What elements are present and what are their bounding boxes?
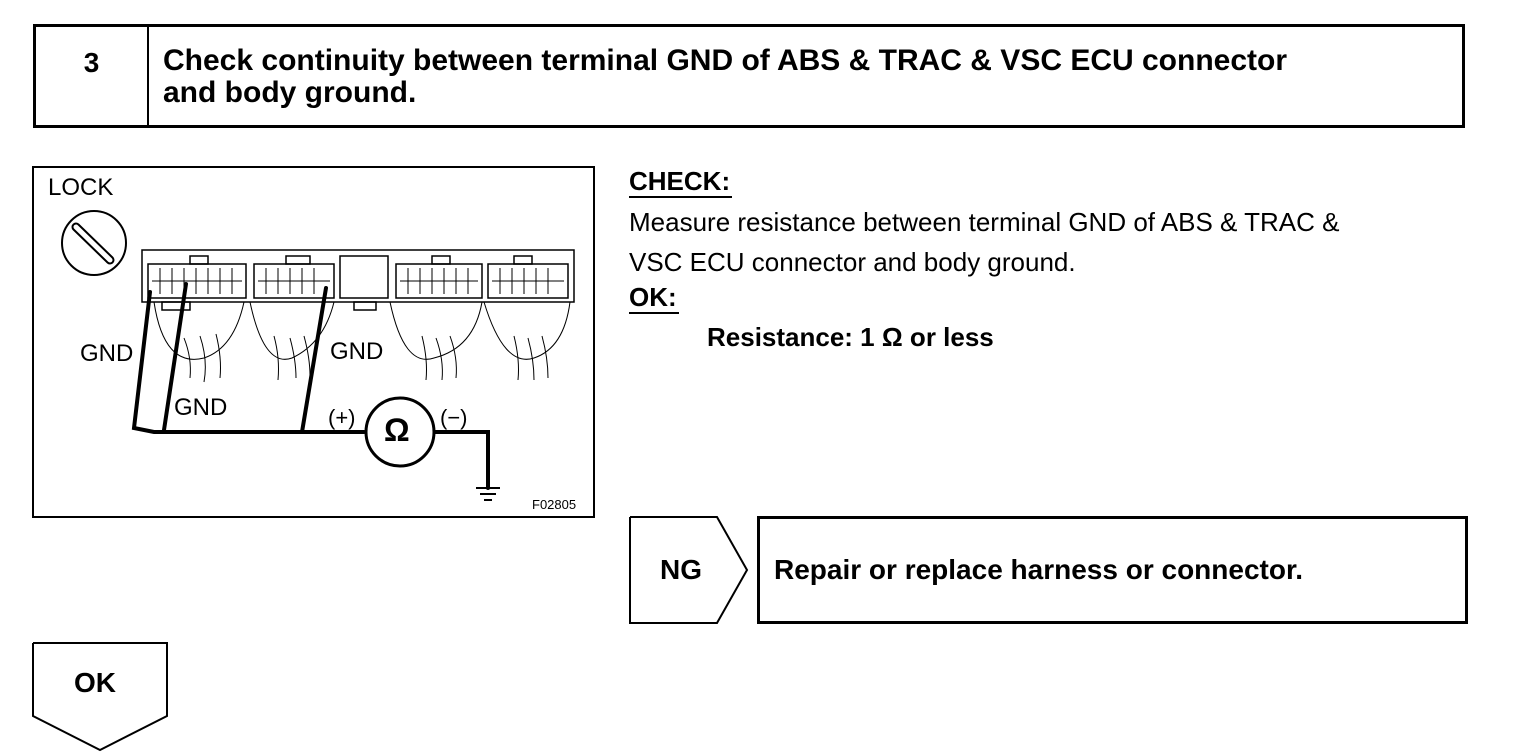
resistance-spec: Resistance: 1 Ω or less [707,322,994,352]
check-line-2: VSC ECU connector and body ground. [629,247,1076,277]
lock-knob-icon [61,210,127,276]
connector-pins-icon [152,268,564,294]
test-lead-wires [131,282,490,490]
body-ground-icon [476,487,500,501]
ng-label: NG [660,554,702,585]
minus-terminal-label: (−) [440,405,468,430]
wiring-illustration [61,210,575,501]
check-section: CHECK: Measure resistance between termin… [629,166,1489,352]
step-title: Check continuity between terminal GND of… [163,45,1453,109]
ok-heading: OK: [629,282,679,314]
ecu-connector-icon [141,249,575,311]
check-instructions: Measure resistance between terminal GND … [629,202,1489,282]
gnd-label-right: GND [330,338,384,365]
step-number: 3 [36,27,149,125]
ok-arrow-icon [32,642,168,752]
ng-action-text: Repair or replace harness or connector. [774,554,1304,585]
step-header: 3 Check continuity between terminal GND … [33,24,1465,128]
plus-terminal-label: (+) [328,405,356,430]
lock-label: LOCK [48,174,114,201]
gnd-label-left: GND [80,340,134,367]
gnd-label-middle: GND [174,394,228,421]
step-title-line-1: Check continuity between terminal GND of… [163,44,1288,77]
figure-code: F02805 [532,497,577,512]
ohm-symbol: Ω [384,412,410,448]
ohmmeter-icon [364,396,436,468]
ng-action-box: Repair or replace harness or connector. [757,516,1468,624]
connector-diagram: LOCK GND GND GND (+) (−) Ω F02805 [32,166,595,518]
step-title-line-2: and body ground. [163,76,417,109]
check-heading: CHECK: [629,166,733,198]
ok-label: OK [74,667,116,698]
ng-arrow-icon [629,516,749,624]
check-line-1: Measure resistance between terminal GND … [629,207,1340,237]
